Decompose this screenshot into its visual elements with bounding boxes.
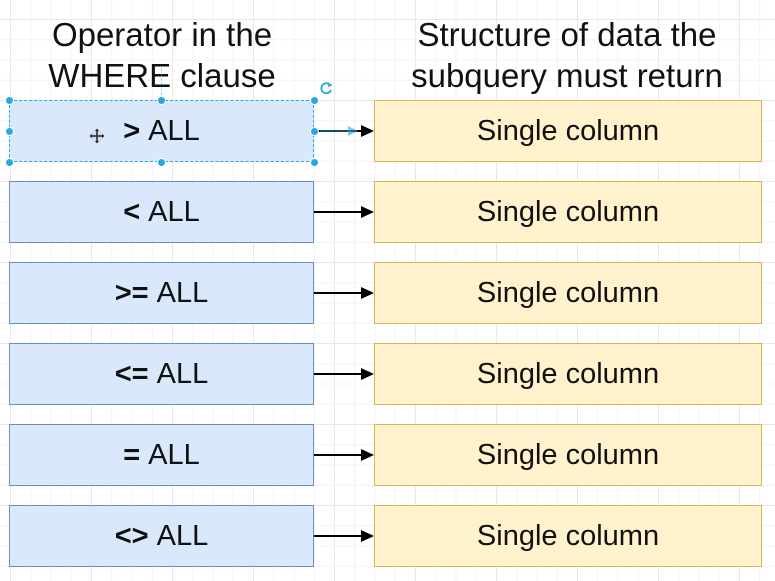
operator-keyword: ALL	[148, 114, 200, 147]
arrow-connector[interactable]	[314, 282, 376, 304]
structure-label: Single column	[476, 357, 660, 390]
structure-label: Single column	[476, 276, 660, 309]
structure-box[interactable]: Single column	[374, 262, 762, 324]
arrow-connector[interactable]	[314, 201, 376, 223]
diagram-row: >= ALL Single column	[0, 262, 775, 324]
resize-handle-top-middle[interactable]	[157, 96, 166, 105]
resize-handle-top-left[interactable]	[5, 96, 14, 105]
structure-box[interactable]: Single column	[374, 100, 762, 162]
resize-handle-bottom-middle[interactable]	[157, 158, 166, 167]
diagram-row: <> ALL Single column	[0, 505, 775, 567]
structure-box[interactable]: Single column	[374, 181, 762, 243]
operator-symbol: <=	[114, 357, 149, 390]
structure-label: Single column	[476, 195, 660, 228]
structure-box[interactable]: Single column	[374, 343, 762, 405]
diagram-row: = ALL Single column	[0, 424, 775, 486]
ghost-arrow-preview	[320, 126, 358, 136]
operator-symbol: >	[123, 114, 141, 147]
resize-handle-middle-left[interactable]	[5, 127, 14, 136]
operator-box[interactable]: > ALL	[9, 100, 314, 162]
operator-keyword: ALL	[148, 195, 200, 228]
operator-column-header: Operator in the WHERE clause	[48, 16, 276, 94]
operator-box[interactable]: < ALL	[9, 181, 314, 243]
resize-handle-bottom-left[interactable]	[5, 158, 14, 167]
diagram-row: < ALL Single column	[0, 181, 775, 243]
arrow-connector[interactable]	[314, 363, 376, 385]
rotate-icon[interactable]	[318, 80, 334, 96]
structure-column-header: Structure of data the subquery must retu…	[411, 16, 723, 94]
operator-symbol: =	[123, 438, 141, 471]
operator-keyword: ALL	[156, 357, 209, 390]
resize-handle-top-right[interactable]	[310, 96, 319, 105]
operator-keyword: ALL	[156, 519, 209, 552]
alignment-guide	[161, 68, 162, 100]
arrow-connector[interactable]	[314, 525, 376, 547]
operator-keyword: ALL	[156, 276, 209, 309]
operator-box[interactable]: <> ALL	[9, 505, 314, 567]
resize-handle-middle-right[interactable]	[310, 127, 319, 136]
operator-box[interactable]: = ALL	[9, 424, 314, 486]
structure-label: Single column	[476, 519, 660, 552]
operator-keyword: ALL	[148, 438, 200, 471]
structure-label: Single column	[476, 438, 660, 471]
operator-box[interactable]: <= ALL	[9, 343, 314, 405]
operator-symbol: >=	[114, 276, 149, 309]
structure-box[interactable]: Single column	[374, 424, 762, 486]
operator-box[interactable]: >= ALL	[9, 262, 314, 324]
diagram-row: > ALL Single column	[0, 100, 775, 162]
structure-box[interactable]: Single column	[374, 505, 762, 567]
move-cursor-icon	[89, 128, 105, 144]
arrow-connector[interactable]	[314, 444, 376, 466]
operator-symbol: <	[123, 195, 141, 228]
operator-symbol: <>	[114, 519, 149, 552]
structure-label: Single column	[476, 114, 660, 147]
resize-handle-bottom-right[interactable]	[310, 158, 319, 167]
diagram-row: <= ALL Single column	[0, 343, 775, 405]
